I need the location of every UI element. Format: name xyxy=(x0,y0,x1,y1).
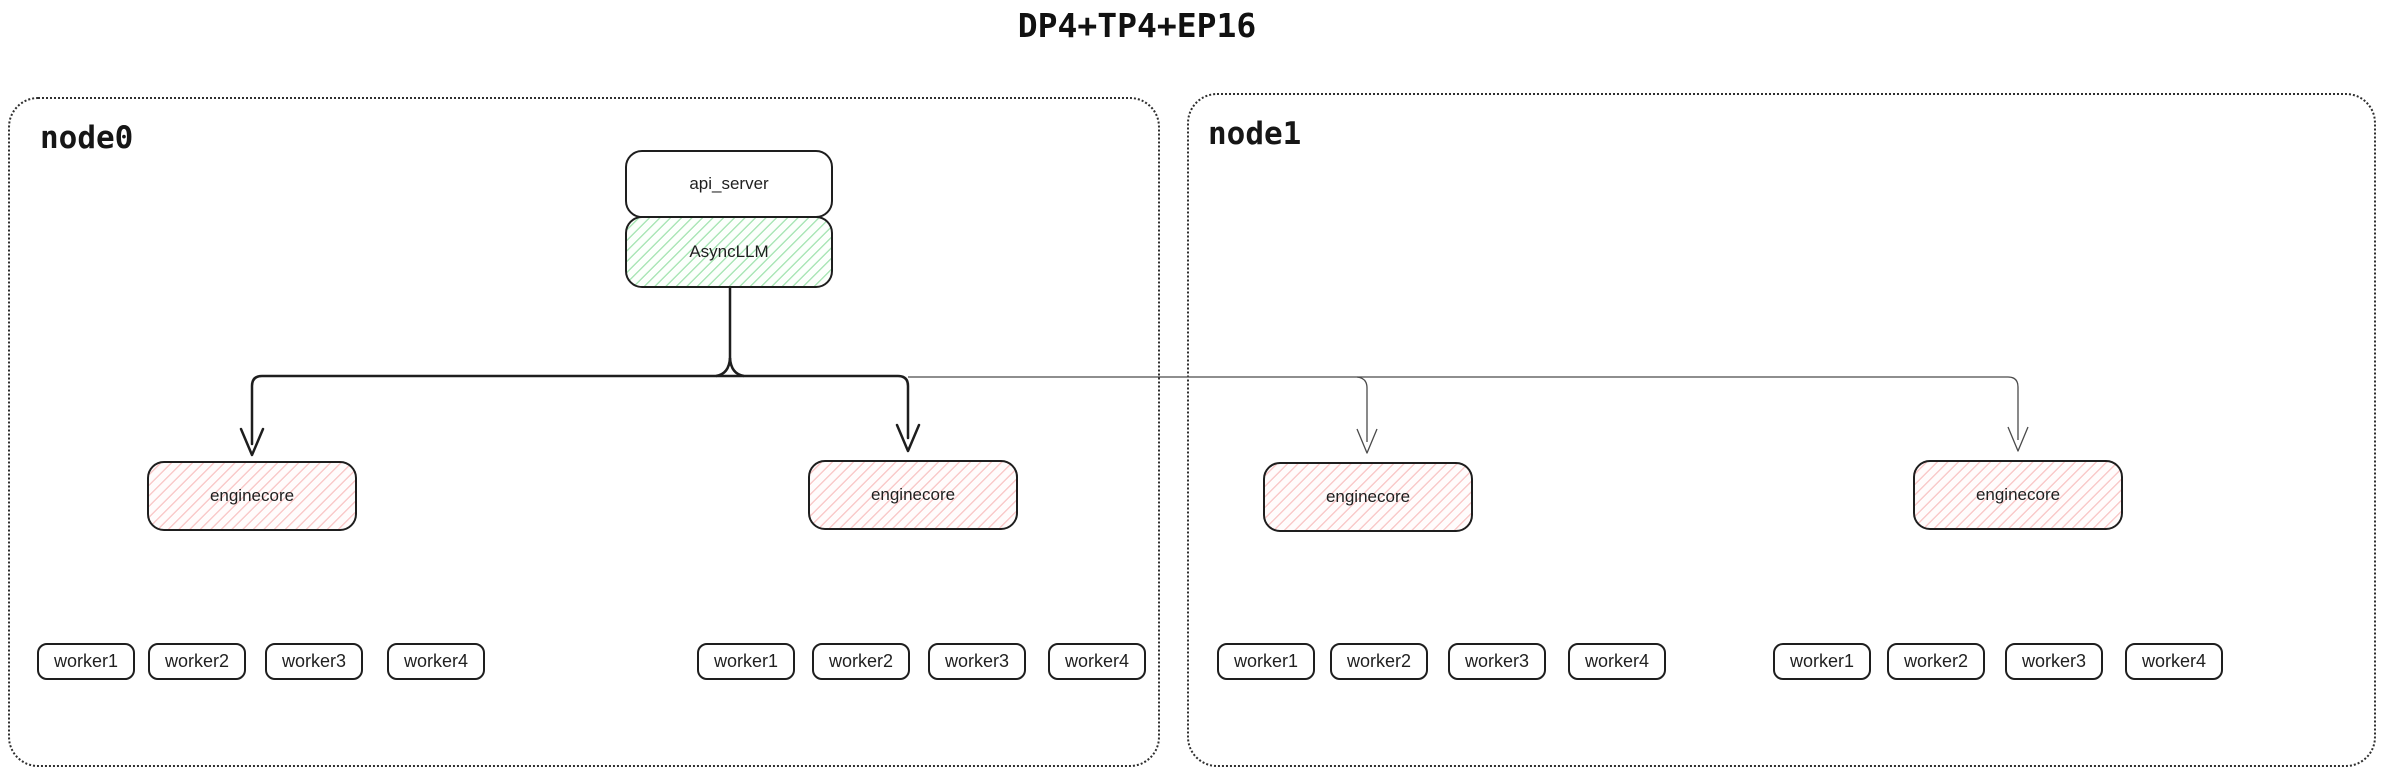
worker-label: worker3 xyxy=(2021,651,2087,671)
worker-box: worker1 xyxy=(697,643,795,680)
asyncllm-box: AsyncLLM xyxy=(625,216,833,288)
worker-label: worker1 xyxy=(1233,651,1299,671)
worker-box: worker4 xyxy=(1568,643,1666,680)
worker-box: worker2 xyxy=(1887,643,1985,680)
worker-label: worker2 xyxy=(828,651,894,671)
worker-box: worker4 xyxy=(2125,643,2223,680)
api-server-box: api_server xyxy=(625,150,833,218)
worker-label: worker4 xyxy=(403,651,469,671)
node0-enginecore2-box: enginecore xyxy=(808,460,1018,530)
worker-label: worker2 xyxy=(1903,651,1969,671)
worker-box: worker3 xyxy=(265,643,363,680)
worker-label: worker4 xyxy=(1064,651,1130,671)
worker-label: worker1 xyxy=(713,651,779,671)
worker-box: worker3 xyxy=(2005,643,2103,680)
worker-label: worker2 xyxy=(1346,651,1412,671)
worker-box: worker4 xyxy=(387,643,485,680)
node1-label: node1 xyxy=(1208,116,1302,152)
asyncllm-label: AsyncLLM xyxy=(689,242,769,261)
enginecore-label: enginecore xyxy=(1975,485,2061,504)
worker-box: worker2 xyxy=(148,643,246,680)
enginecore-label: enginecore xyxy=(209,486,295,505)
worker-box: worker3 xyxy=(928,643,1026,680)
node0-label: node0 xyxy=(40,120,134,156)
worker-box: worker3 xyxy=(1448,643,1546,680)
node0-enginecore1-box: enginecore xyxy=(147,461,357,531)
worker-label: worker1 xyxy=(1789,651,1855,671)
worker-label: worker3 xyxy=(944,651,1010,671)
worker-label: worker1 xyxy=(53,651,119,671)
enginecore-label: enginecore xyxy=(870,485,956,504)
api-server-label: api_server xyxy=(689,174,769,193)
worker-label: worker4 xyxy=(2141,651,2207,671)
node1-enginecore2-box: enginecore xyxy=(1913,460,2123,530)
worker-box: worker2 xyxy=(812,643,910,680)
worker-box: worker1 xyxy=(37,643,135,680)
worker-label: worker3 xyxy=(281,651,347,671)
worker-label: worker2 xyxy=(164,651,230,671)
worker-label: worker3 xyxy=(1464,651,1530,671)
enginecore-label: enginecore xyxy=(1325,487,1411,506)
worker-box: worker1 xyxy=(1217,643,1315,680)
node1-enginecore1-box: enginecore xyxy=(1263,462,1473,532)
worker-box: worker1 xyxy=(1773,643,1871,680)
worker-label: worker4 xyxy=(1584,651,1650,671)
worker-box: worker4 xyxy=(1048,643,1146,680)
worker-box: worker2 xyxy=(1330,643,1428,680)
diagram-title: DP4+TP4+EP16 xyxy=(1017,6,1257,45)
